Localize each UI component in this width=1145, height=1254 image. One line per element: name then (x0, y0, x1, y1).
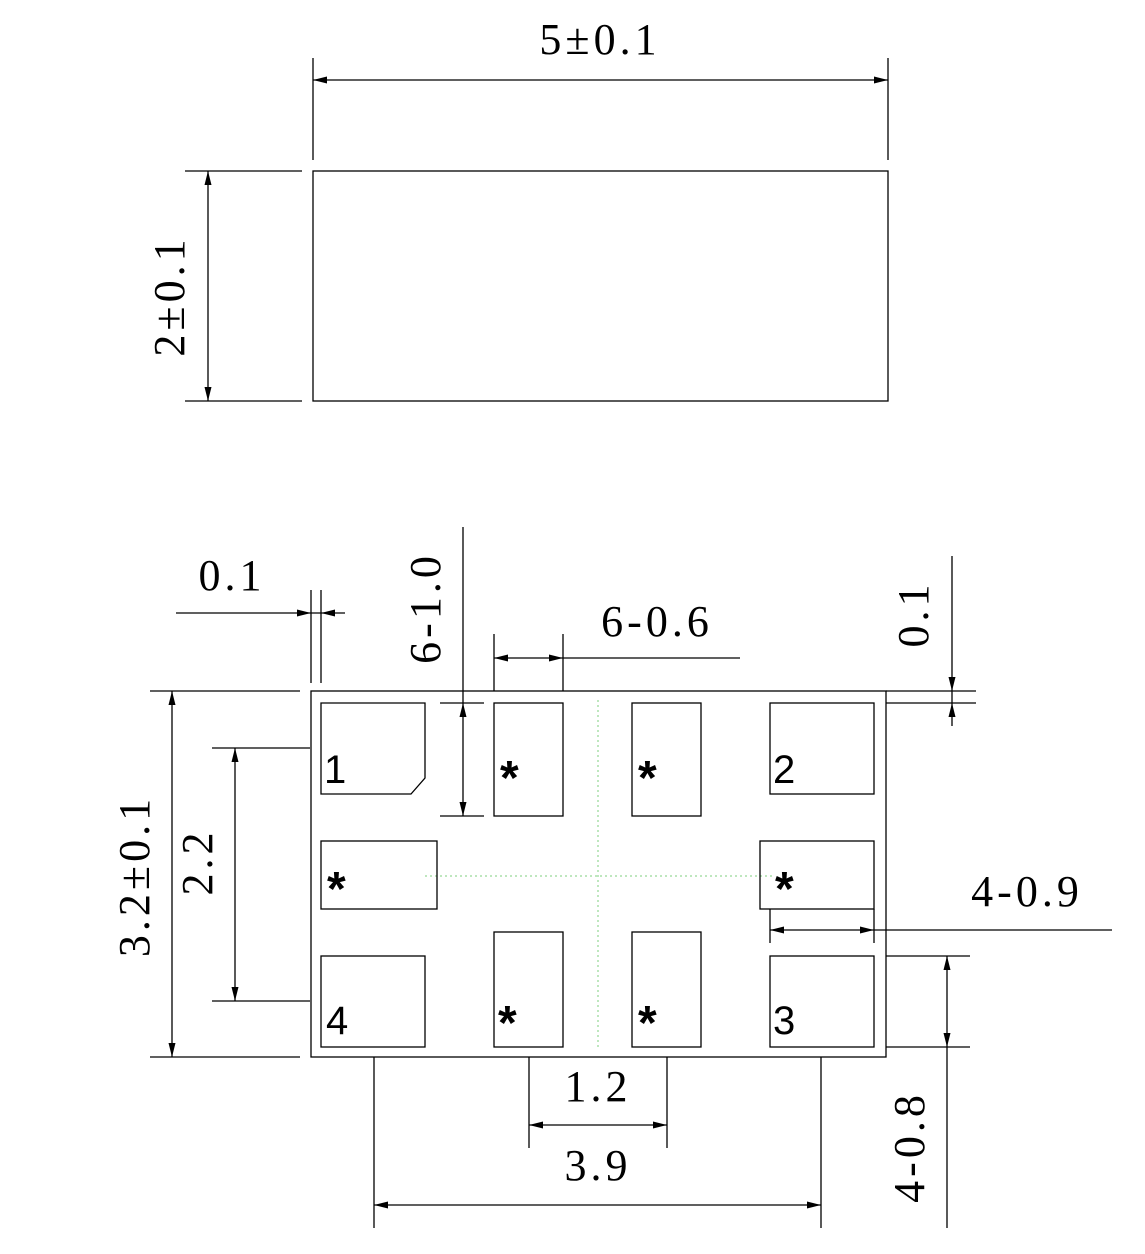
dim-inner-pitch: 1.2 (528, 1057, 668, 1148)
dim-width-label: 5±0.1 (539, 15, 660, 64)
dim-outer-pitch-label: 3.9 (565, 1141, 632, 1190)
pad-nc-label: * (500, 752, 519, 805)
bottom-view: 1 * * 2 * * 4 * * 3 0.1 (110, 527, 1112, 1228)
pad-nc-label: * (498, 997, 517, 1050)
dim-gap-right-label: 0.1 (889, 581, 938, 648)
dim-height-label: 2±0.1 (145, 235, 194, 356)
dim-gap-right: 0.1 (886, 556, 976, 726)
dim-body-height: 3.2±0.1 (110, 690, 300, 1058)
arrow-right (874, 76, 888, 84)
dim-pad-width: 6-0.6 (493, 597, 740, 691)
dim-corner-pad-height: 4-0.8 (885, 955, 970, 1228)
pad-nc-label: * (638, 997, 657, 1050)
pad-nc-middle-left (320, 840, 438, 910)
pad-nc-label: * (775, 863, 794, 916)
arrow-up (204, 171, 212, 185)
dim-pad-pitch-vertical: 2.2 (173, 747, 310, 1002)
dim-pad-width-label: 6-0.6 (601, 597, 713, 646)
dim-side-pad-width-label: 4-0.9 (971, 867, 1083, 916)
dim-inner-pitch-label: 1.2 (565, 1062, 632, 1111)
dim-outer-pitch: 3.9 (373, 1057, 822, 1228)
top-view-body-outline (312, 170, 889, 402)
dim-body-height-label: 3.2±0.1 (110, 795, 159, 957)
pad-nc-top-right (631, 702, 702, 817)
pad-3-label: 3 (773, 999, 795, 1043)
dim-pad-pitch-vertical-label: 2.2 (173, 829, 222, 896)
top-view: 5±0.1 2±0.1 (145, 15, 889, 402)
dim-gap-left: 0.1 (176, 551, 345, 683)
pad-3 (769, 955, 875, 1048)
pad-4 (320, 955, 426, 1048)
pad-nc-label: * (638, 752, 657, 805)
pad-4-label: 4 (326, 999, 348, 1043)
dim-pad-height-label: 6-1.0 (401, 552, 450, 664)
pad-nc-bottom-left (493, 931, 564, 1048)
arrow-left (313, 76, 327, 84)
pad-nc-label: * (327, 863, 346, 916)
dim-side-pad-width: 4-0.9 (769, 867, 1112, 943)
pad-2-label: 2 (773, 748, 795, 792)
dim-pad-height: 6-1.0 (401, 527, 484, 817)
pad-2 (769, 702, 875, 795)
pad-nc-top-left (493, 702, 564, 817)
dim-gap-left-label: 0.1 (199, 551, 266, 600)
dim-corner-pad-height-label: 4-0.8 (885, 1091, 934, 1203)
arrow-down (204, 387, 212, 401)
pad-1-label: 1 (324, 748, 346, 792)
pad-nc-middle-right (759, 840, 875, 910)
bottom-view-body-outline (310, 690, 887, 1058)
pad-nc-bottom-right (631, 931, 702, 1048)
pad-1 (320, 702, 426, 795)
